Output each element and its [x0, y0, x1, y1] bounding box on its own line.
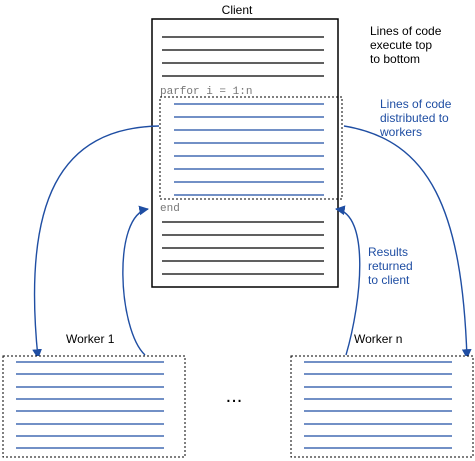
worker-n-lines	[304, 361, 452, 449]
distribute-arrow-worker-n	[343, 125, 472, 359]
client-top-code-lines	[162, 36, 324, 77]
parfor-block	[159, 96, 343, 200]
client-title: Client	[222, 3, 253, 17]
note-distributed-1: Lines of code	[380, 97, 452, 111]
worker-1-label: Worker 1	[66, 332, 115, 346]
note-results-1: Results	[368, 245, 408, 259]
end-code-text: end	[160, 203, 180, 215]
note-top-to-bottom-2: execute top	[370, 38, 432, 52]
note-top-to-bottom-1: Lines of code	[370, 24, 442, 38]
return-arrow-worker-1	[122, 205, 149, 356]
worker-n-label: Worker n	[354, 332, 402, 346]
note-distributed-2: distributed to	[380, 111, 449, 125]
worker-1-box	[2, 355, 186, 458]
worker-1-lines	[16, 361, 164, 449]
note-results-3: to client	[368, 273, 410, 287]
client-box	[151, 18, 339, 288]
parfor-code-text: parfor i = 1:n	[160, 86, 252, 98]
return-arrow-worker-n	[335, 205, 361, 356]
note-top-to-bottom-3: to bottom	[370, 52, 420, 66]
worker-n-box	[290, 355, 474, 458]
workers-ellipsis: ...	[226, 385, 243, 407]
parfor-body-lines	[174, 103, 324, 196]
note-distributed-3: workers	[379, 125, 422, 139]
client-bottom-code-lines	[162, 221, 324, 275]
note-results-2: returned	[368, 259, 413, 273]
distribute-arrow-worker-1	[32, 125, 160, 359]
